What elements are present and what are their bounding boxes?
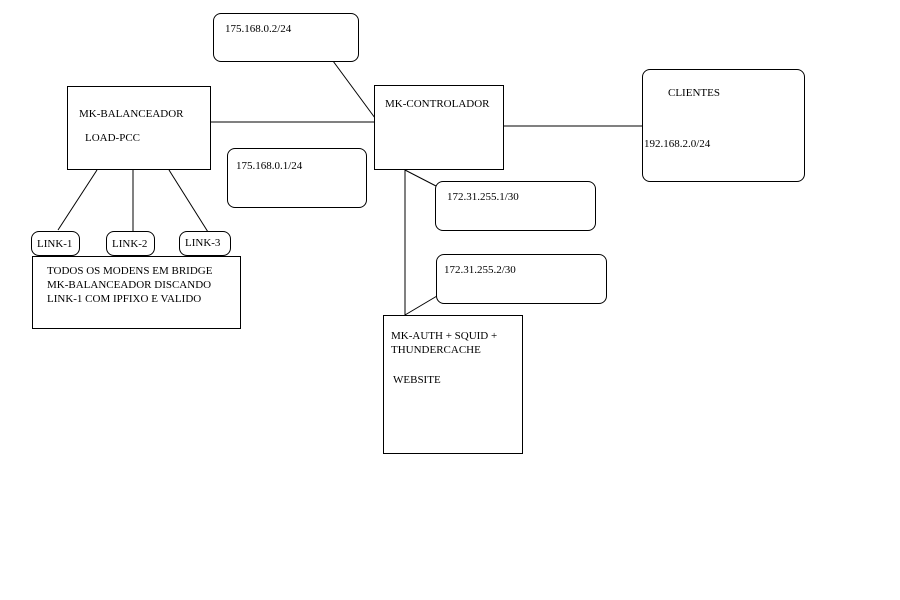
node-mk-controlador: MK-CONTROLADOR — [374, 85, 504, 170]
link-2-box: LINK-2 — [106, 231, 155, 256]
ip-text-172-31-255-1: 172.31.255.1/30 — [447, 191, 519, 203]
mk-auth-line-2: THUNDERCACHE — [391, 344, 481, 356]
link-3-label: LINK-3 — [185, 237, 221, 249]
mk-balanceador-sub: LOAD-PCC — [85, 132, 141, 144]
note-line-2: MK-BALANCEADOR DISCANDO — [47, 279, 212, 291]
note-line-1: TODOS OS MODENS EM BRIDGE — [47, 265, 213, 277]
link-2-label: LINK-2 — [112, 238, 148, 250]
ip-text-172-31-255-2: 172.31.255.2/30 — [444, 264, 516, 276]
link-1-label: LINK-1 — [37, 238, 73, 250]
note-line-3: LINK-1 COM IPFIXO E VALIDO — [47, 293, 202, 305]
line-auth-ip172-2 — [404, 295, 438, 316]
mk-auth-line-1: MK-AUTH + SQUID + — [391, 330, 498, 342]
node-mk-balanceador: MK-BALANCEADOR LOAD-PCC — [67, 86, 211, 170]
ip-text-175-168-0-1: 175.168.0.1/24 — [236, 160, 303, 172]
link-1-box: LINK-1 — [31, 231, 80, 256]
link-3-box: LINK-3 — [179, 231, 231, 256]
note-box: TODOS OS MODENS EM BRIDGE MK-BALANCEADOR… — [32, 256, 241, 329]
ip-label-172-31-255-2: 172.31.255.2/30 — [436, 254, 607, 304]
mk-balanceador-name: MK-BALANCEADOR — [79, 108, 184, 120]
line-balanceador-link1 — [57, 169, 98, 231]
line-ip175-2-controlador — [332, 60, 376, 119]
ip-label-175-168-0-1: 175.168.0.1/24 — [227, 148, 367, 208]
line-controlador-ip172-1 — [404, 169, 437, 187]
ip-label-175-168-0-2: 175.168.0.2/24 — [213, 13, 359, 62]
clientes-name: CLIENTES — [668, 87, 720, 99]
clientes-network: 192.168.2.0/24 — [644, 138, 711, 150]
line-balanceador-link3 — [168, 169, 209, 233]
mk-auth-line-3: WEBSITE — [393, 374, 441, 386]
node-mk-auth: MK-AUTH + SQUID + THUNDERCACHE WEBSITE — [383, 315, 523, 454]
node-clientes: CLIENTES 192.168.2.0/24 — [642, 69, 805, 182]
ip-text-175-168-0-2: 175.168.0.2/24 — [225, 23, 292, 35]
mk-controlador-name: MK-CONTROLADOR — [385, 98, 490, 110]
ip-label-172-31-255-1: 172.31.255.1/30 — [435, 181, 596, 231]
